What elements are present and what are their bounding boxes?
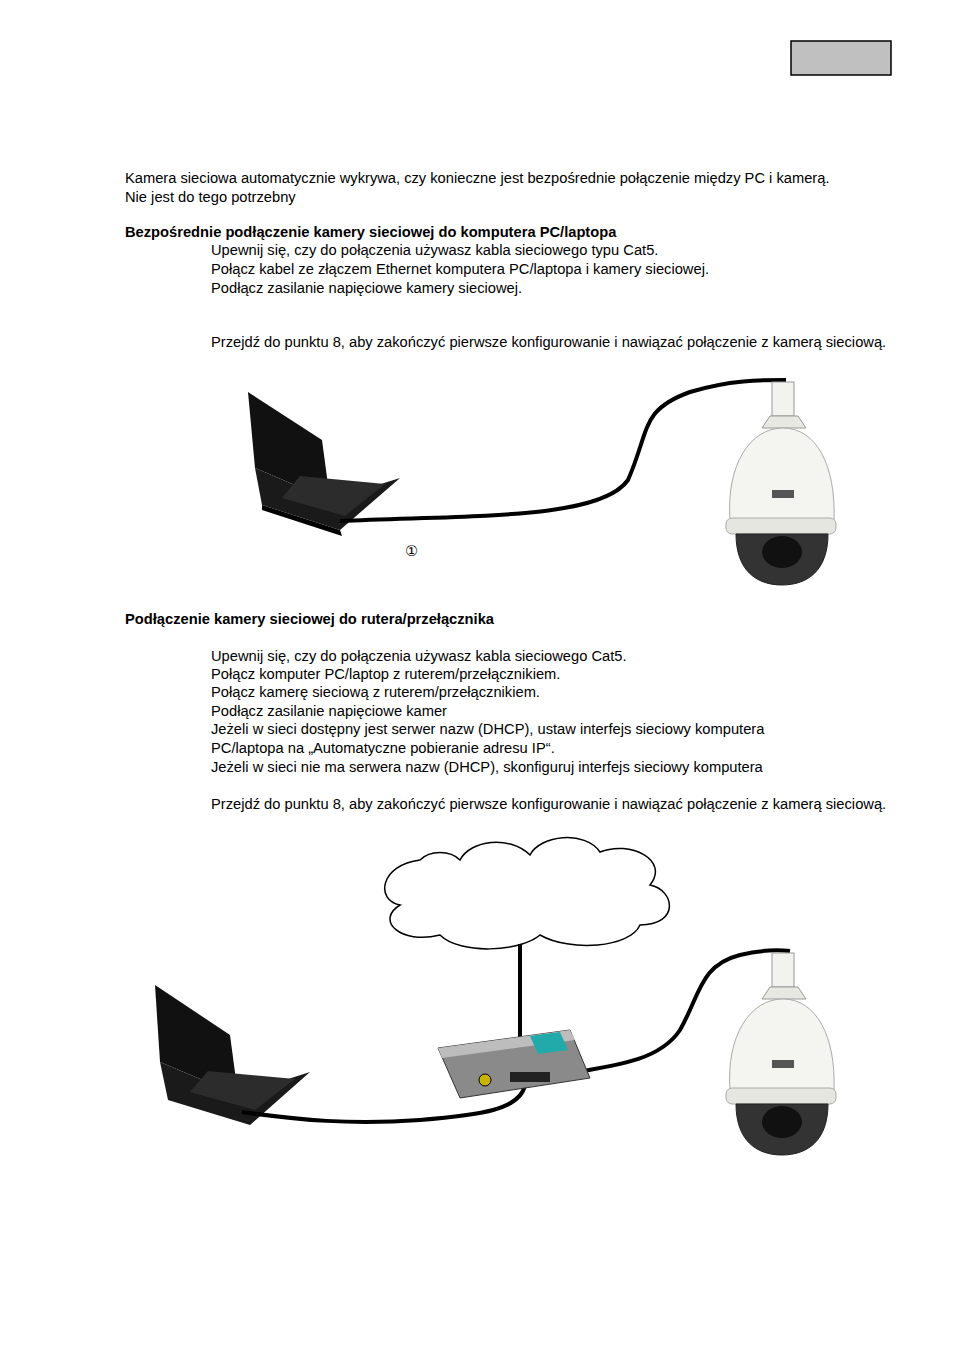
step-text: Jeżeli w sieci dostępny jest serwer nazw… [211,720,833,757]
grey-tab [791,41,891,75]
dome-camera-1 [726,382,836,585]
step-text: Podłącz zasilanie napięciowe kamer [211,702,891,721]
callout-number: ① [405,542,435,561]
router [438,1030,590,1098]
step-text: Upewnij się, czy do połączenia używasz k… [211,647,891,666]
dome-camera-2 [726,953,836,1155]
step-text: Upewnij się, czy do połączenia używasz k… [211,241,891,260]
laptop-1 [248,392,400,536]
intro-text: Kamera sieciowa automatycznie wykrywa, c… [125,169,850,206]
cable [518,944,522,1048]
section-heading: Podłączenie kamery sieciowej do rutera/p… [125,610,825,629]
step-text: Połącz komputer PC/laptop z ruterem/prze… [211,665,891,684]
step-text: Połącz kamerę sieciową z ruterem/przełąc… [211,683,891,702]
cable [340,380,786,521]
step-text: Przejdź do punktu 8, aby zakończyć pierw… [211,333,891,352]
section-heading: Bezpośrednie podłączenie kamery sieciowe… [125,223,825,242]
cloud [385,838,670,949]
step-text: Połącz kabel ze złączem Ethernet kompute… [211,260,891,279]
laptop-2 [155,985,310,1125]
step-text: Podłącz zasilanie napięciowe kamery siec… [211,279,891,298]
step-text: Przejdź do punktu 8, aby zakończyć pierw… [211,795,891,814]
step-text: Jeżeli w sieci nie ma serwera nazw (DHCP… [211,758,891,777]
